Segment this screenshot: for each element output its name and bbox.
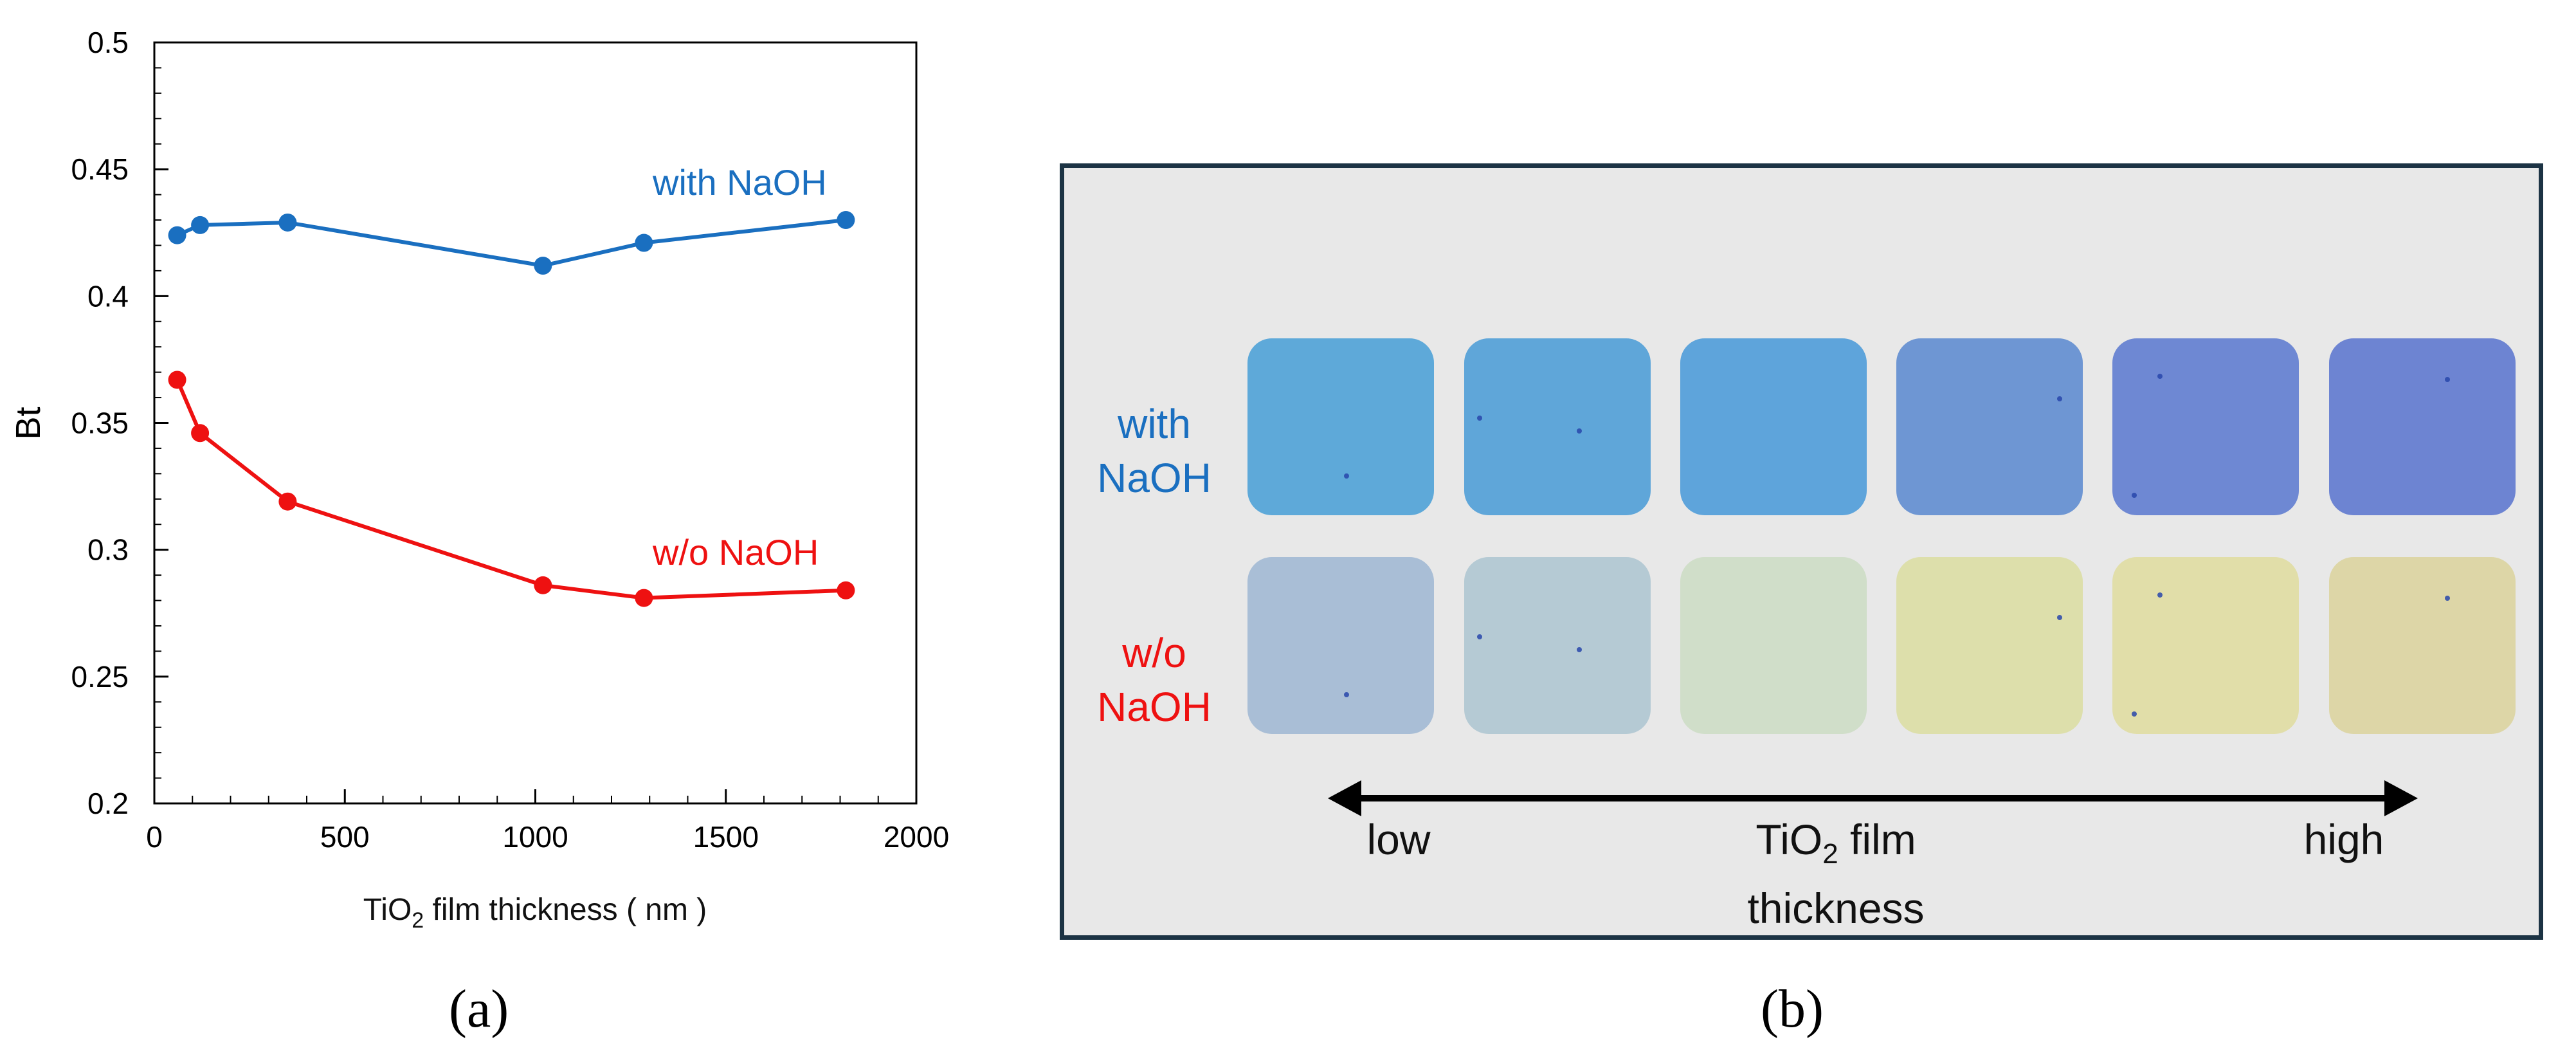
swatch-with-naoh-3 [1680, 338, 1867, 515]
swatch-with-naoh-1 [1247, 338, 1434, 515]
row-label-without-line2: NaOH [1097, 684, 1211, 730]
swatch-with-naoh-2 [1464, 338, 1651, 515]
speck [2057, 615, 2062, 620]
speck [2445, 596, 2450, 601]
data-point [191, 215, 210, 234]
speck [2057, 396, 2062, 401]
y-tick-label: 0.35 [71, 407, 129, 440]
series-layer [168, 211, 855, 607]
swatch-with-naoh-6 [2329, 338, 2516, 515]
speck [1477, 416, 1482, 421]
low-label: low [1366, 816, 1431, 863]
swatch-without-naoh-1 [1247, 557, 1434, 734]
series-label-with-naoh: with NaOH [652, 162, 827, 203]
speck [1344, 473, 1349, 479]
thickness-arrow [1328, 780, 2418, 816]
speck [2445, 377, 2450, 382]
data-point [837, 581, 855, 600]
data-point [278, 492, 297, 511]
swatch-without-naoh-5 [2112, 557, 2299, 734]
x-tick-label: 2000 [884, 820, 949, 854]
data-point [278, 213, 297, 232]
plot-frame [153, 41, 918, 805]
row-label-without-naoh: w/o NaOH [1077, 626, 1231, 734]
x-tick-label: 1500 [693, 820, 759, 854]
data-point [168, 226, 186, 244]
speck [1344, 692, 1349, 697]
thickness-center-line1: TiO2 film [1755, 816, 1916, 870]
x-tick-label: 0 [146, 820, 163, 854]
data-point [534, 257, 552, 275]
axis-ticks: 0 500 1000 1500 2000 0.2 0.25 0.3 0.35 0.4 0.45 0.5 [71, 26, 949, 854]
thickness-center-line2: thickness [1747, 884, 1925, 933]
panel-b-label: (b) [1761, 979, 1824, 1039]
panel-a-label: (a) [449, 979, 509, 1039]
x-tick-label: 500 [320, 820, 370, 854]
x-axis-label: TiO2 film thickness ( nm ) [363, 893, 707, 933]
speck [1577, 647, 1582, 652]
swatch-without-naoh-2 [1464, 557, 1651, 734]
y-tick-label: 0.5 [87, 26, 129, 59]
series-label-without-naoh: w/o NaOH [652, 532, 819, 572]
swatch-without-naoh-4 [1896, 557, 2083, 734]
data-point [191, 424, 210, 443]
speck [1577, 428, 1582, 434]
color-change-photo-panel: with NaOH w/o NaOH low high TiO2 film th… [1060, 163, 2543, 940]
series-line-without-naoh [175, 379, 846, 600]
speck [2132, 493, 2137, 498]
speck [2157, 374, 2163, 379]
high-label: high [2303, 816, 2384, 863]
y-tick-label: 0.45 [71, 152, 129, 186]
data-point [635, 233, 653, 252]
row-label-with-line1: with [1118, 401, 1191, 447]
series-line-with-naoh [176, 218, 846, 268]
y-tick-label: 0.25 [71, 660, 129, 693]
data-point [168, 371, 186, 389]
y-tick-label: 0.3 [87, 533, 129, 567]
swatch-with-naoh-4 [1896, 338, 2083, 515]
swatch-with-naoh-5 [2112, 338, 2299, 515]
line-chart: 0 500 1000 1500 2000 0.2 0.25 0.3 0.35 0.4 0.45 0.5… [9, 26, 949, 933]
x-tick-label: 1000 [502, 820, 568, 854]
data-point [837, 211, 855, 230]
swatch-without-naoh-6 [2329, 557, 2516, 734]
row-label-with-line2: NaOH [1097, 455, 1211, 501]
y-tick-label: 0.4 [87, 279, 129, 313]
row-label-without-line1: w/o [1122, 630, 1186, 676]
swatch-without-naoh-3 [1680, 557, 1867, 734]
data-point [635, 589, 653, 607]
row-label-with-naoh: with NaOH [1077, 397, 1231, 505]
speck [2157, 592, 2163, 598]
y-axis-label: Bt [9, 407, 48, 439]
data-point [534, 576, 552, 594]
speck [1477, 634, 1482, 639]
speck [2132, 711, 2137, 717]
y-tick-label: 0.2 [87, 787, 129, 820]
thickness-center-label: TiO2 film thickness [1707, 812, 1964, 935]
